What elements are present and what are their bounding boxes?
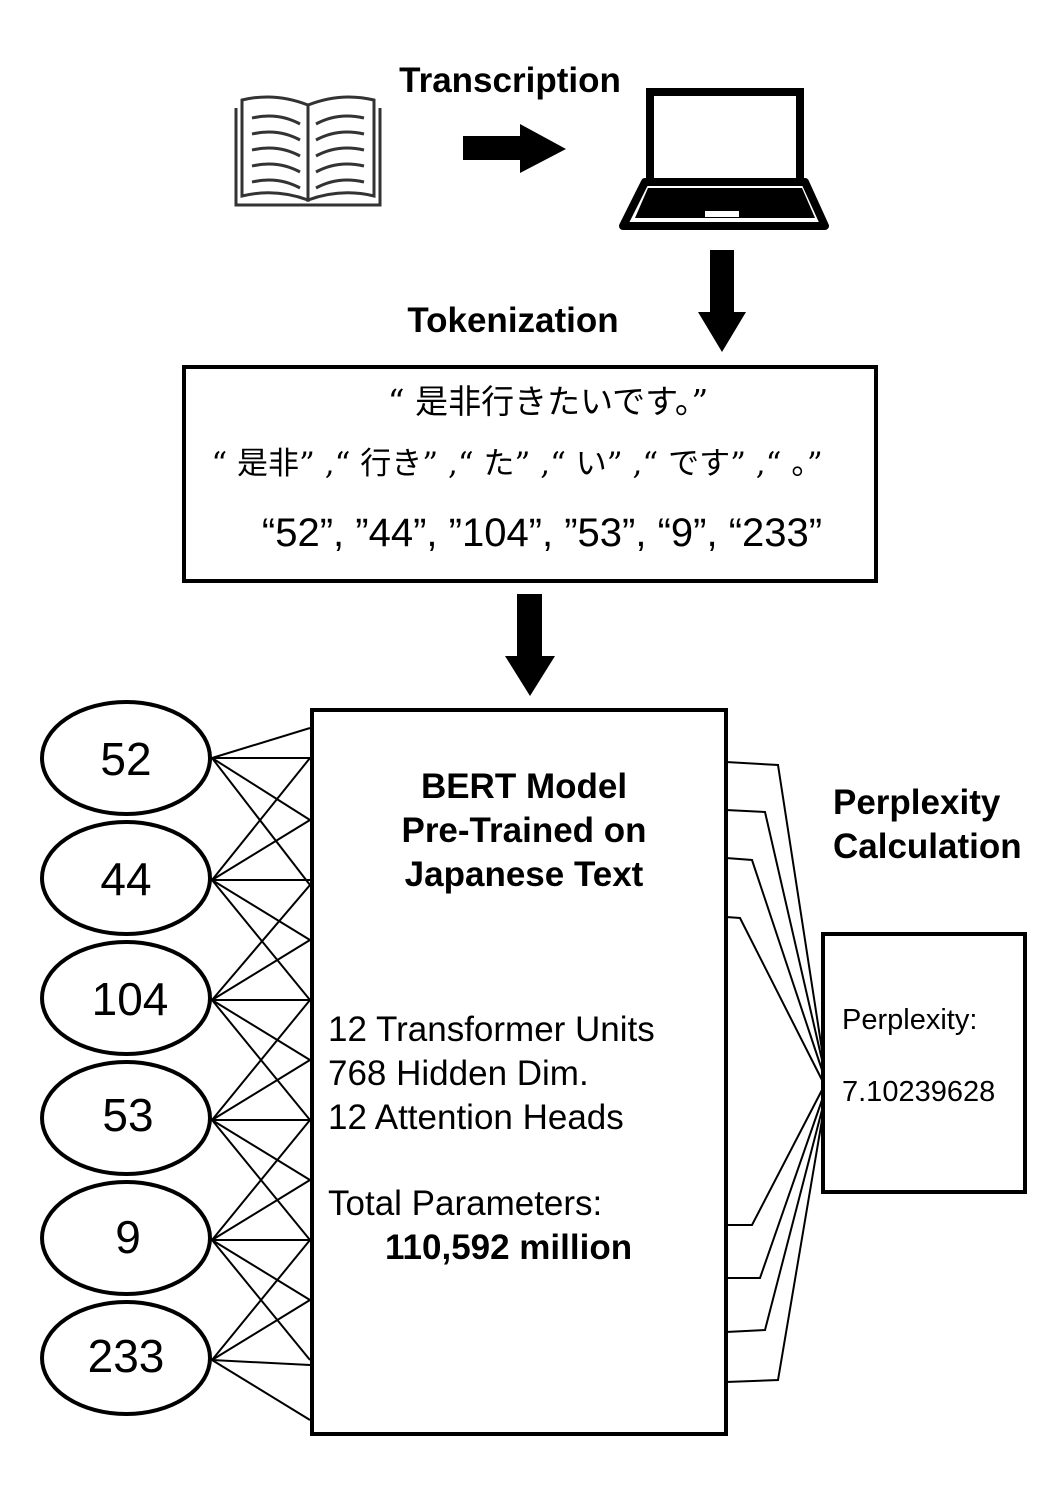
model-title-line: Pre-Trained on <box>401 811 646 850</box>
token-id-list: “52”, ”44”, ”104”, ”53”, “9”, “233” <box>262 511 822 555</box>
model-title-line: Japanese Text <box>405 855 644 894</box>
model-title-line: BERT Model <box>421 767 627 806</box>
japanese-sentence: “ 是非行きたいです。” <box>388 382 708 421</box>
down-arrow-to-model-icon <box>505 594 555 696</box>
input-node-label: 9 <box>115 1211 141 1263</box>
perplexity-calc-label-line2: Calculation <box>833 827 1022 866</box>
input-node-label: 233 <box>88 1330 165 1382</box>
down-arrow-icon <box>698 250 746 352</box>
open-book-icon <box>234 95 382 207</box>
perplexity-result-box <box>821 932 1027 1194</box>
model-spec-line: 768 Hidden Dim. <box>328 1054 589 1093</box>
input-node: 52 <box>40 700 212 816</box>
input-connections <box>211 727 311 1421</box>
perplexity-result-value: 7.10239628 <box>842 1076 995 1108</box>
model-spec-line: 12 Transformer Units <box>328 1010 655 1049</box>
input-node-label: 44 <box>100 853 151 905</box>
input-node-label: 52 <box>100 733 151 785</box>
tokenization-label: Tokenization <box>407 301 618 340</box>
input-node: 44 <box>40 820 212 936</box>
transcription-label: Transcription <box>399 61 621 100</box>
model-spec-line: 12 Attention Heads <box>328 1098 624 1137</box>
laptop-icon <box>619 88 829 230</box>
bert-model-box <box>310 708 728 1436</box>
input-node: 233 <box>40 1300 212 1416</box>
total-parameters-value: 110,592 million <box>385 1228 632 1267</box>
tokenization-box <box>182 365 878 583</box>
input-node-label: 53 <box>102 1089 153 1141</box>
input-node: 104 <box>40 940 212 1056</box>
total-parameters-label: Total Parameters: <box>328 1184 602 1223</box>
token-list: “ 是非” ,“ 行き” ,“ た” ,“ い” ,“ です” ,“ 。” <box>211 446 822 482</box>
input-node: 53 <box>40 1060 212 1176</box>
perplexity-calc-label-line1: Perplexity <box>833 783 1001 822</box>
perplexity-result-label: Perplexity: <box>842 1004 977 1036</box>
right-arrow-icon <box>463 124 566 173</box>
output-connections <box>725 761 823 1383</box>
input-node: 9 <box>40 1180 212 1296</box>
input-node-label: 104 <box>92 973 169 1025</box>
